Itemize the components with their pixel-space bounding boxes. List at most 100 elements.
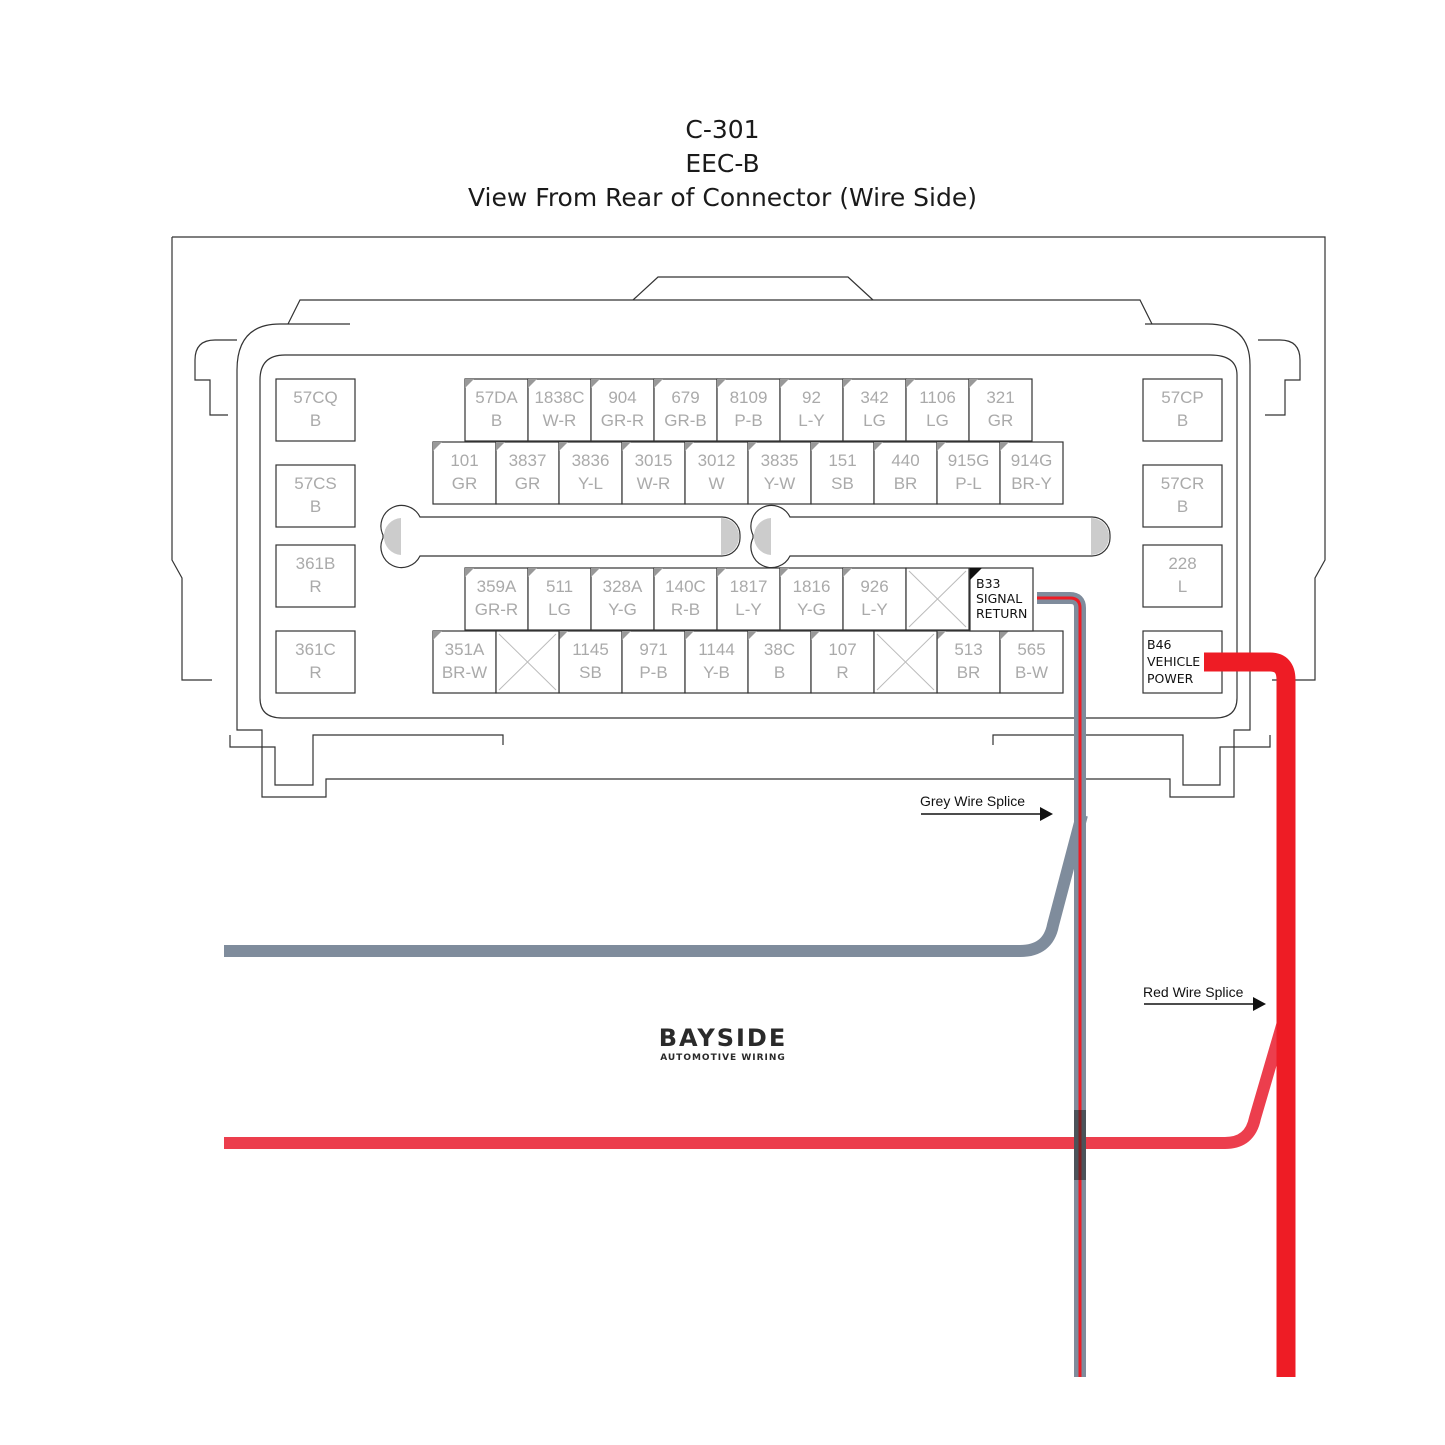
pin-number: 57CP	[1161, 388, 1204, 407]
pin-cell[interactable]: 57CR B	[1142, 464, 1223, 528]
pin-corner-icon	[748, 442, 757, 451]
pin-cavity	[716, 567, 781, 631]
pin-corner-icon	[591, 379, 600, 388]
pin-cavity	[653, 567, 718, 631]
pin-corner-icon	[465, 379, 474, 388]
grey-splice-label: Grey Wire Splice	[920, 793, 1025, 809]
pin-cavity	[968, 378, 1033, 442]
pin-marker-icon	[970, 568, 982, 580]
slot-end-caps	[383, 518, 1110, 555]
pin-cavity	[527, 378, 592, 442]
pin-b46-line1: B46	[1147, 637, 1172, 652]
pin-cavity	[464, 567, 529, 631]
pin-cavity	[653, 378, 718, 442]
pin-number: 151	[828, 451, 856, 470]
pin-cavity	[1142, 464, 1223, 528]
pin-wire-color: LG	[548, 600, 571, 619]
pin-wire-color: LG	[926, 411, 949, 430]
connector-id: C-301	[685, 115, 760, 144]
pin-corner-icon	[654, 379, 663, 388]
pin-wire-color: B	[774, 663, 785, 682]
pin-number: 351A	[445, 640, 485, 659]
pin-corner-icon	[780, 379, 789, 388]
pin-number: 1145	[572, 640, 609, 659]
pin-cavity	[590, 378, 655, 442]
pin-b33-signal-return[interactable]: B33 SIGNAL RETURN	[969, 567, 1034, 632]
pin-corner-icon	[843, 568, 852, 577]
pin-wire-color: B	[1177, 497, 1188, 516]
arrow-right-icon	[1040, 807, 1053, 821]
pin-corner-icon	[528, 379, 537, 388]
pin-corner-icon	[496, 442, 505, 451]
pin-cavity	[590, 567, 655, 631]
pin-number: 511	[546, 577, 573, 596]
pin-cavity	[842, 567, 907, 631]
pin-number: 107	[828, 640, 856, 659]
brand-tagline: AUTOMOTIVE WIRING	[660, 1053, 786, 1063]
pin-wire-color: L-Y	[735, 600, 761, 619]
grey-wire-vertical	[1037, 592, 1086, 1377]
pin-cell[interactable]: 92L-Y	[779, 378, 844, 442]
red-wire-splice: Red Wire Splice	[1143, 984, 1266, 1011]
pin-corner-icon	[685, 631, 694, 640]
pin-cavity	[1142, 544, 1223, 608]
pin-number: 926	[860, 577, 888, 596]
pin-corner-icon	[559, 631, 568, 640]
pin-cavity	[275, 464, 356, 528]
plugged-cavity	[495, 630, 560, 694]
plugged-cavity	[873, 630, 938, 694]
pin-wire-color: GR	[515, 474, 541, 493]
pin-number: 57CR	[1161, 474, 1204, 493]
pin-wire-color: P-L	[955, 474, 981, 493]
pin-number: 342	[860, 388, 888, 407]
red-stripe	[1037, 596, 1082, 1377]
pin-wire-color: W	[708, 474, 724, 493]
pin-wire-color: B	[491, 411, 502, 430]
pin-number: 140C	[665, 577, 706, 596]
pin-wire-color: Y-L	[578, 474, 603, 493]
pin-cavity	[779, 378, 844, 442]
pin-number: 904	[608, 388, 636, 407]
pin-number: 3835	[761, 451, 799, 470]
